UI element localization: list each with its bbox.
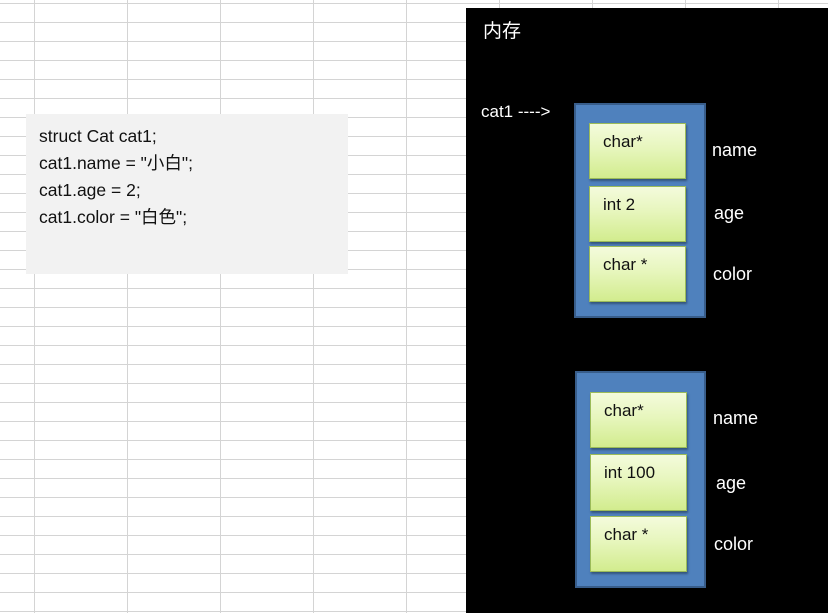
code-snippet: struct Cat cat1; cat1.name = "小白"; cat1.… xyxy=(26,114,348,274)
field-type-cell: char* xyxy=(589,123,686,179)
field-name-label: color xyxy=(714,534,754,554)
field-name-label: color xyxy=(713,264,753,284)
field-name-label: age xyxy=(716,473,747,493)
struct-instance-second: char* int 100 char * xyxy=(575,371,706,588)
code-line: cat1.age = 2; xyxy=(39,180,141,200)
field-type-cell: char * xyxy=(590,516,687,572)
memory-title: 内存 xyxy=(483,20,522,42)
field-type-cell: int 100 xyxy=(590,454,687,511)
memory-panel: 内存 cat1 ----> char* int 2 char * name ag… xyxy=(466,8,828,613)
field-name-label: name xyxy=(712,140,758,160)
struct-instance-cat1: char* int 2 char * xyxy=(574,103,706,318)
field-name-label: age xyxy=(714,203,745,223)
code-line: cat1.name = "小白"; xyxy=(39,153,193,173)
field-type-cell: char* xyxy=(590,392,687,448)
field-type-cell: char * xyxy=(589,246,686,302)
code-line: struct Cat cat1; xyxy=(39,126,157,146)
code-line: cat1.color = "白色"; xyxy=(39,207,188,227)
field-name-label: name xyxy=(713,408,759,428)
pointer-label: cat1 ----> xyxy=(481,102,551,121)
field-type-cell: int 2 xyxy=(589,186,686,242)
